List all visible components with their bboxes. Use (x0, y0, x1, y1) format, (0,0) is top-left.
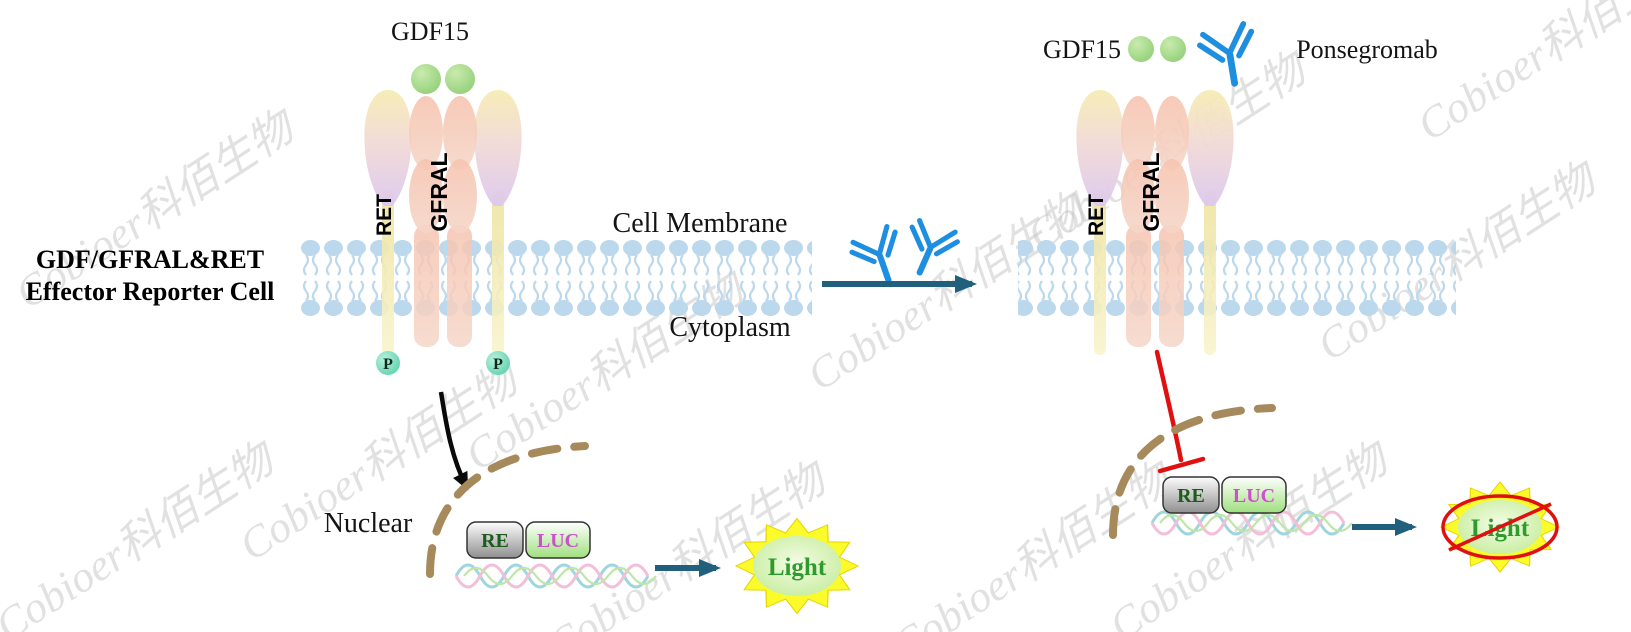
ret-label-left: RET (373, 194, 396, 236)
ret-stem (1094, 190, 1106, 355)
re-label-right: RE (1177, 485, 1205, 507)
gfral-domain (1155, 96, 1189, 170)
light-label-left: Light (768, 554, 827, 581)
gfral-label-left: GFRAL (426, 152, 452, 231)
antibody-icon (848, 224, 912, 289)
light-burst-right: Light (1440, 481, 1560, 573)
dna-helix-left (454, 563, 657, 589)
luc-label-right: LUC (1233, 485, 1275, 507)
signal-arrow-icon (438, 391, 469, 491)
gfral-stem (1126, 225, 1151, 347)
ret-stem (1204, 190, 1216, 355)
luc-label-left: LUC (537, 530, 579, 552)
cell-membrane-left (298, 238, 812, 318)
light-burst-left: Light (735, 517, 859, 615)
gfral-label-right: GFRAL (1138, 152, 1164, 231)
nuclear-label: Nuclear (324, 508, 413, 539)
phospho-badge: P (376, 351, 400, 375)
no-symbol-icon (1441, 494, 1559, 560)
re-box-right: RE (1162, 476, 1220, 514)
re-label-left: RE (481, 530, 509, 552)
ponsegromab-label: Ponsegromab (1296, 35, 1438, 64)
phospho-label: P (383, 356, 393, 373)
gdf15-ball-icon (1128, 36, 1154, 62)
cytoplasm-label: Cytoplasm (669, 312, 791, 343)
cell-title: GDF/GFRAL&RET Effector Reporter Cell (26, 245, 275, 306)
ret-stem (382, 190, 394, 355)
re-box-left: RE (466, 521, 524, 559)
nuclear-envelope-left (426, 442, 589, 578)
inhibition-icon (1154, 349, 1206, 474)
gdf15-ball-icon (1160, 36, 1186, 62)
ret-receptor (364, 90, 412, 206)
phospho-badge: P (486, 351, 510, 375)
ret-label-right: RET (1085, 194, 1108, 236)
cell-membrane-label: Cell Membrane (613, 208, 788, 239)
gfral-domain (1121, 96, 1155, 170)
ret-receptor (1186, 90, 1234, 206)
gfral-domain (1121, 159, 1155, 233)
gdf15-ball-icon (445, 64, 475, 94)
ret-stem (492, 190, 504, 355)
receptor-complex-left (364, 90, 522, 355)
treatment-transition (822, 219, 977, 293)
gfral-stem (1159, 225, 1184, 347)
gdf15-ligand-left (411, 64, 475, 94)
watermark-text: Cobioer科佰生物 (1409, 0, 1631, 150)
dna-helix-right (1150, 510, 1353, 536)
ret-receptor (474, 90, 522, 206)
gfral-domain (443, 159, 477, 233)
gfral-domain (409, 159, 443, 233)
gdf15-ball-icon (411, 64, 441, 94)
nuclear-envelope-right (1109, 404, 1276, 539)
burst-core (753, 536, 841, 596)
gdf15-label-left: GDF15 (391, 17, 469, 46)
cell-title-line1: GDF/GFRAL&RET (36, 245, 264, 274)
gfral-domain (409, 96, 443, 170)
gfral-stem (447, 225, 472, 347)
phospho-label: P (493, 356, 503, 373)
gdf15-neutralized (1128, 22, 1263, 89)
luc-box-left: LUC (525, 521, 591, 559)
cell-title-line2: Effector Reporter Cell (26, 277, 275, 306)
gdf15-label-right: GDF15 (1043, 35, 1121, 64)
gfral-stem (414, 225, 439, 347)
gfral-domain (1155, 159, 1189, 233)
luc-box-right: LUC (1221, 476, 1287, 514)
receptor-complex-right (1076, 90, 1234, 355)
gfral-domain (443, 96, 477, 170)
cell-membrane-right (1018, 238, 1456, 318)
